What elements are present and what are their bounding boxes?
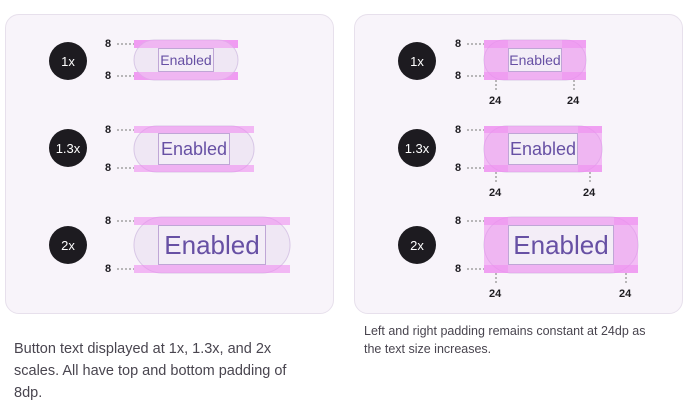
bottom-padding-label: 8 [105,263,112,275]
enabled-button-1-3x[interactable]: Enabled [508,133,578,165]
enabled-button-1-3x[interactable]: Enabled [158,133,230,165]
left-padding-highlight [484,217,508,273]
top-padding-label: 8 [105,124,112,136]
right-row-1-guides [467,39,587,92]
left-padding-highlight [484,126,508,172]
left-row-1-guides [117,39,239,81]
bottom-padding-label: 8 [455,162,462,174]
right-padding-highlight [614,217,638,273]
scale-badge-1-3x: 1.3x [49,129,87,167]
top-padding-highlight [134,126,254,133]
bottom-padding-highlight [484,72,586,80]
top-padding-highlight [484,126,602,133]
top-padding-label: 8 [105,38,112,50]
top-padding-label: 8 [455,38,462,50]
top-padding-highlight [484,217,638,225]
enabled-button-1x[interactable]: Enabled [508,48,562,72]
left-padding-highlight [484,40,508,80]
scale-badge-2x: 2x [398,226,436,264]
bottom-padding-highlight [484,265,638,273]
scale-badge-1x: 1x [49,42,87,80]
top-padding-highlight [134,217,290,225]
left-row-2-guides [117,125,255,173]
bottom-padding-highlight [134,165,254,172]
right-row-3-guides [467,216,639,285]
left-padding-label: 24 [489,187,502,199]
scale-badge-2x: 2x [49,226,87,264]
bottom-padding-label: 8 [455,70,462,82]
top-padding-label: 8 [105,215,112,227]
bottom-padding-highlight [134,265,290,273]
right-padding-highlight [562,40,586,80]
bottom-padding-highlight [484,165,602,172]
bottom-padding-label: 8 [455,263,462,275]
enabled-button-2x[interactable]: Enabled [158,225,266,265]
top-padding-label: 8 [455,124,462,136]
left-padding-label: 24 [489,95,502,107]
right-row-2-guides [467,125,603,184]
left-padding-label: 24 [489,288,502,300]
caption-vertical-padding: Button text displayed at 1x, 1.3x, and 2… [14,341,287,401]
bottom-padding-label: 8 [105,162,112,174]
scale-badge-1-3x: 1.3x [398,129,436,167]
top-padding-highlight [484,40,586,48]
enabled-button-1x[interactable]: Enabled [158,48,214,72]
scale-badge-1x: 1x [398,42,436,80]
top-padding-label: 8 [455,215,462,227]
caption-horizontal-padding: Left and right padding remains constant … [364,324,646,356]
left-row-3-guides [117,216,291,274]
right-padding-label: 24 [619,288,632,300]
right-padding-label: 24 [583,187,596,199]
right-padding-label: 24 [567,95,580,107]
bottom-padding-label: 8 [105,70,112,82]
enabled-button-2x[interactable]: Enabled [508,225,614,265]
right-padding-highlight [578,126,602,172]
